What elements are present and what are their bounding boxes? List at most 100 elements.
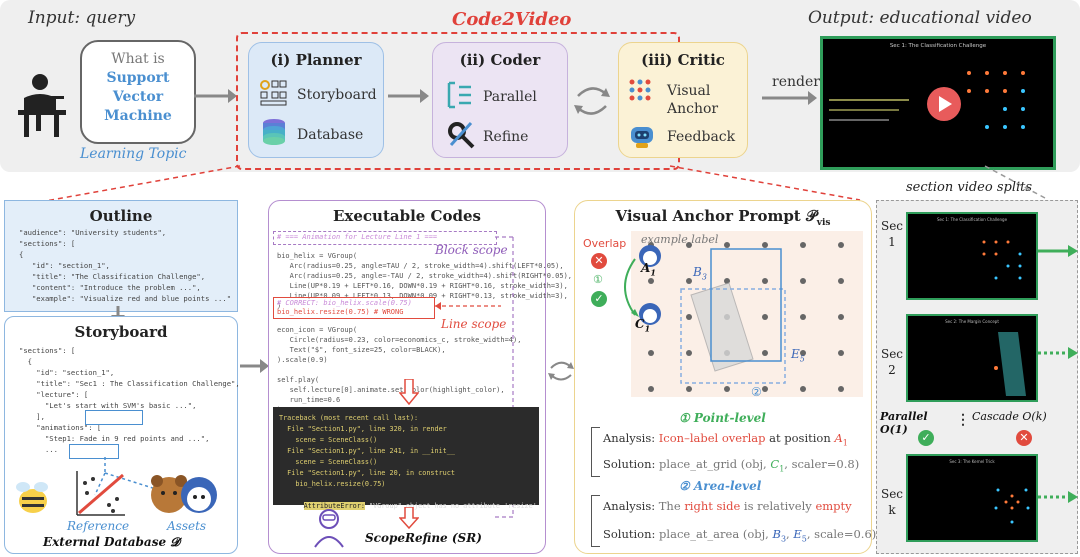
grid-dot <box>838 242 844 248</box>
render-label: render <box>772 74 820 90</box>
block-scope-label: Block scope <box>435 243 508 257</box>
grid-dot <box>724 278 730 284</box>
mascot-c1-icon <box>639 303 661 325</box>
scientist-icon <box>314 509 344 548</box>
cascade-label: Cascade O(k) <box>972 410 1047 423</box>
external-db-label: External Database 𝓓 <box>43 535 180 549</box>
play-icon <box>939 96 952 112</box>
grid-dot <box>648 386 654 392</box>
highlight-basic <box>85 410 143 425</box>
query-line-2: Support <box>106 70 170 86</box>
anchor-panel: Visual Anchor Prompt 𝒫vis Overlap exampl… <box>574 200 876 554</box>
coder-item-refine: Refine <box>483 129 529 145</box>
output-label: Output: educational video <box>808 8 1032 28</box>
planner-box: (i) Planner Storyboard Database <box>248 42 384 158</box>
grid-dot <box>838 386 844 392</box>
solution-2: Solution: place_at_area (obj, B3, E5, sc… <box>603 527 877 544</box>
arrow-render <box>762 91 817 105</box>
parallel-icon <box>447 81 471 109</box>
point-level-label: ① Point-level <box>679 411 766 425</box>
grid-dot <box>686 350 692 356</box>
sec-2-video-title: Sec 2: The Margin Concept <box>945 319 999 324</box>
error-name: AttributeError: <box>303 502 365 510</box>
code-wrong-line: bio_helix.resize(0.75) # WRONG <box>277 308 404 316</box>
reference-label: Reference <box>67 519 130 533</box>
analysis-1: Analysis: Icon–label overlap at position… <box>603 431 848 448</box>
outline-panel: Outline "audience": "University students… <box>4 200 238 312</box>
sec-1-dots <box>982 240 1022 280</box>
grid-dot <box>838 314 844 320</box>
planner-item-storyboard: Storyboard <box>297 87 377 103</box>
video-dots-grid <box>967 71 1025 129</box>
storyboard-panel: Storyboard "sections": [ { "id": "sectio… <box>4 316 240 554</box>
grid-dot <box>800 386 806 392</box>
codes-title: Executable Codes <box>333 207 481 225</box>
bracket-2 <box>591 495 600 547</box>
query-line-1: What is <box>111 51 165 67</box>
highlight-points <box>69 444 119 459</box>
block-scope-box <box>273 231 497 245</box>
grid-dot <box>838 350 844 356</box>
code-correct-comment: # CORRECT: bio_helix.scale(0.75) <box>277 299 412 307</box>
code-econ-icon: econ_icon = VGroup( Circle(radius=0.23, … <box>277 326 522 414</box>
sec-1-video[interactable]: Sec 1: The Classification Challenge <box>906 212 1038 300</box>
analysis-2: Analysis: The right side is relatively e… <box>603 499 852 513</box>
solution-1: Solution: place_at_grid (obj, C1, scaler… <box>603 457 860 474</box>
coder-title: (ii) Coder <box>459 51 541 69</box>
sec-2-video[interactable]: Sec 2: The Margin Concept <box>906 314 1038 402</box>
critic-item-visual: Visual <box>667 83 711 99</box>
reference-chart-icon <box>76 471 125 516</box>
anchor-grid <box>648 242 844 392</box>
sec-1-arrow <box>1038 245 1078 257</box>
b3-label: B3 <box>693 265 707 282</box>
visual-anchor-icon <box>629 79 651 101</box>
code-bio-helix: bio_helix = VGroup( Arc(radius=0.25, ang… <box>277 252 573 310</box>
sec-2-arrow <box>1038 347 1078 359</box>
video-text-line <box>829 119 889 121</box>
parallel-check-icon: ✓ <box>918 430 934 446</box>
play-button[interactable] <box>927 87 961 121</box>
grid-dot <box>686 386 692 392</box>
arrow-query-to-pipeline <box>194 89 237 103</box>
a1-label: A1 <box>641 261 656 278</box>
sec-k-arrow <box>1038 491 1078 503</box>
grid-dot <box>762 386 768 392</box>
coder-box: (ii) Coder Parallel Refine <box>432 42 568 158</box>
grid-dot <box>800 278 806 284</box>
grid-dot <box>800 242 806 248</box>
cascade-cross-icon: ✕ <box>1016 430 1032 446</box>
line-scope-box <box>273 297 435 319</box>
output-video[interactable]: Sec 1: The Classification Challenge <box>820 36 1056 170</box>
video-text-line <box>829 99 909 101</box>
grid-dot <box>724 386 730 392</box>
ellipsis-vertical: ⋮ <box>956 412 970 428</box>
sec-k-dots <box>994 488 1030 524</box>
learning-topic-label: Learning Topic <box>80 146 187 162</box>
overlap-label: Overlap <box>583 237 627 250</box>
planner-item-database: Database <box>297 127 364 143</box>
scope-refine-label: ScopeRefine (SR) <box>365 531 482 545</box>
grid-dot <box>762 314 768 320</box>
storyboard-icon <box>260 80 287 106</box>
student-icon <box>18 74 66 137</box>
point-index-icon: ① <box>593 273 603 286</box>
video-title: Sec 1: The Classification Challenge <box>889 43 987 49</box>
anchor-grid-area <box>631 231 863 397</box>
grid-dot <box>838 278 844 284</box>
sec-k-video[interactable]: Sec 3: The Kernel Trick <box>906 454 1038 542</box>
parallel-label: Parallel O(1) <box>880 410 928 436</box>
line-scope-dashed <box>435 302 501 310</box>
arrow-storyboard-to-codes <box>240 359 269 373</box>
arrow-down-to-traceback <box>399 379 419 405</box>
grid-dot <box>800 350 806 356</box>
grid-dot <box>686 278 692 284</box>
connector-lines <box>39 165 1046 203</box>
grid-dot <box>800 314 806 320</box>
database-icon <box>263 119 285 145</box>
grid-dot <box>762 278 768 284</box>
coder-item-parallel: Parallel <box>483 89 537 105</box>
feedback-robot-icon <box>631 127 653 148</box>
